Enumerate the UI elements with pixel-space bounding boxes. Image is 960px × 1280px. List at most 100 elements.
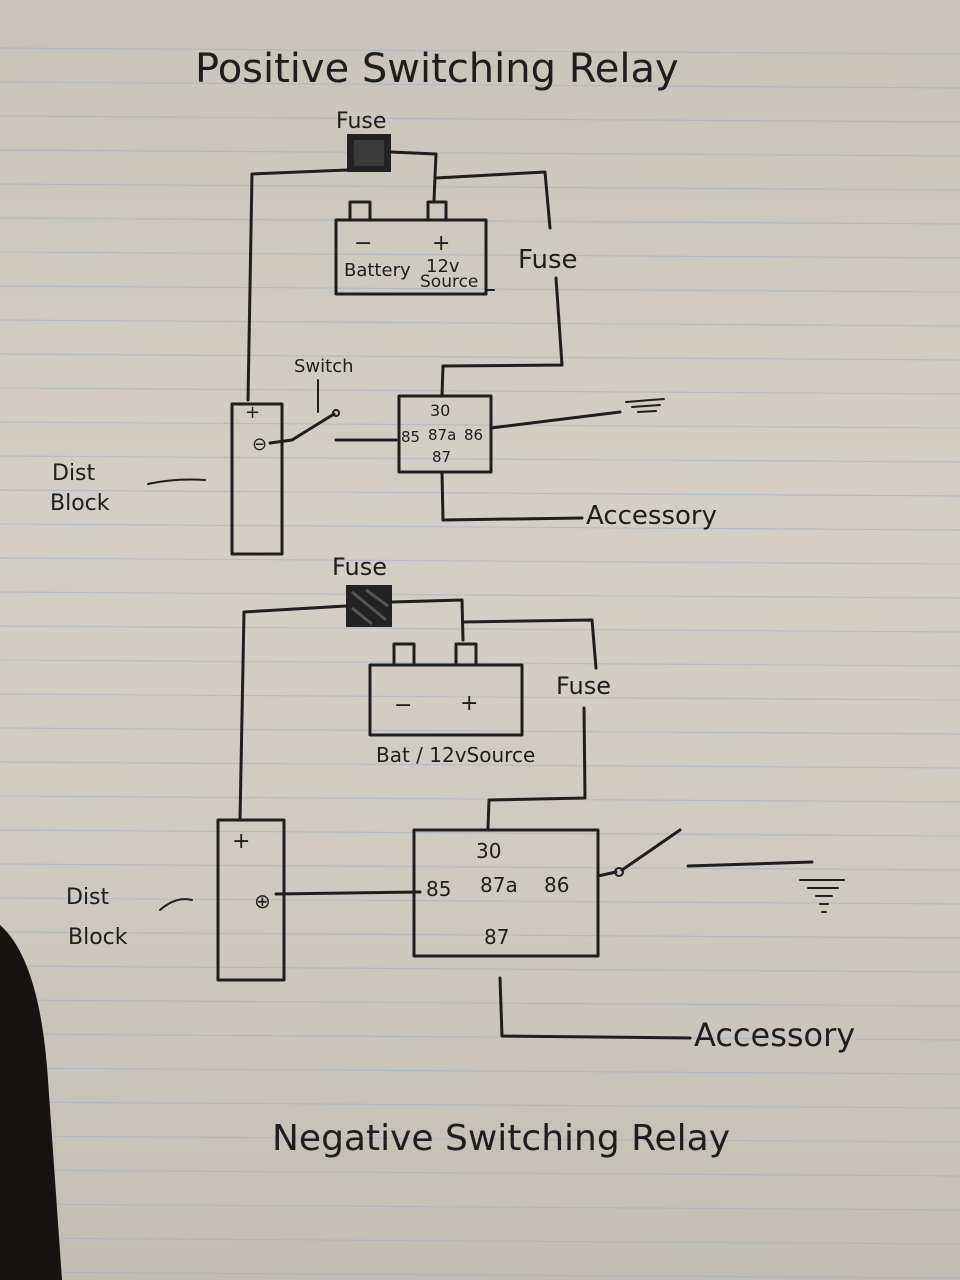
ruled-line xyxy=(0,47,960,55)
ruled-line xyxy=(0,1271,960,1279)
ruled-line xyxy=(0,693,960,701)
wire-fuse-to-dist-plus-bottom xyxy=(238,604,348,822)
wire-battery-to-fuse2-bottom xyxy=(461,618,598,670)
page-shadow xyxy=(0,925,62,1280)
battery-label-top-2: 12v xyxy=(426,256,460,277)
ruled-line xyxy=(0,897,960,905)
ruled-line xyxy=(0,1135,960,1143)
ruled-line xyxy=(0,1169,960,1177)
dist-plus-top: + xyxy=(245,402,260,423)
ruled-line xyxy=(0,115,960,123)
ruled-line xyxy=(0,319,960,327)
wire-relay86-to-ground-top xyxy=(489,410,622,430)
dist-block-top xyxy=(230,402,284,556)
ruled-line xyxy=(0,591,960,599)
ruled-line xyxy=(0,557,960,565)
ruled-line xyxy=(0,285,960,293)
dist-label-bottom-2: Block xyxy=(68,925,128,950)
ruled-line xyxy=(0,1033,960,1041)
wire-fuse-to-dist-plus-top xyxy=(246,168,349,402)
ruled-line xyxy=(0,251,960,259)
ruled-line xyxy=(0,863,960,871)
ruled-line xyxy=(0,183,960,191)
accessory-label-bottom: Accessory xyxy=(694,1016,855,1054)
dist-label-top-1: Dist xyxy=(52,461,96,486)
ruled-line xyxy=(0,81,960,89)
battery-plus-top: + xyxy=(432,231,450,256)
ruled-line xyxy=(0,727,960,735)
battery-pos-terminal-top xyxy=(426,200,448,222)
fuse2-label-top: Fuse xyxy=(518,245,578,275)
dist-block-bottom xyxy=(216,818,286,982)
positive-switching-relay-diagram: Positive Switching Relay Fuse Fuse − + B… xyxy=(50,46,717,556)
battery-top xyxy=(334,218,488,296)
wire-fuse-to-battery-plus-bottom xyxy=(390,598,465,642)
switch-label-top: Switch xyxy=(294,356,354,377)
wire-dist-to-relay85-bottom xyxy=(274,890,422,896)
switch-top xyxy=(268,412,336,445)
ruled-lines xyxy=(0,47,960,1279)
ruled-line xyxy=(0,659,960,667)
battery-bottom xyxy=(368,663,524,737)
ruled-line xyxy=(0,965,960,973)
accessory-label-top: Accessory xyxy=(586,501,717,531)
wire-fuse2-to-relay30-top xyxy=(440,276,564,398)
fuse-label-bottom: Fuse xyxy=(332,553,387,581)
battery-label-top-1: Battery xyxy=(344,260,411,281)
ground-symbol-top xyxy=(625,398,665,413)
ruled-line xyxy=(0,387,960,395)
ruled-line xyxy=(0,1203,960,1211)
dist-minus-top: ⊖ xyxy=(252,434,267,455)
diagram-title-top: Positive Switching Relay xyxy=(195,46,679,92)
battery-minus-top: − xyxy=(354,231,372,256)
dist-pointer-bottom xyxy=(159,898,193,911)
relay86-top: 86 xyxy=(464,426,483,444)
ruled-line xyxy=(0,795,960,803)
ruled-line xyxy=(0,999,960,1007)
battery-pos-terminal-bottom xyxy=(454,642,478,667)
ruled-line xyxy=(0,829,960,837)
fuse-label-top: Fuse xyxy=(336,109,386,134)
battery-minus-bottom: − xyxy=(394,693,412,718)
relay-top xyxy=(397,394,493,474)
relay30-bottom: 30 xyxy=(476,839,501,863)
ruled-line xyxy=(0,489,960,497)
ruled-line xyxy=(0,1237,960,1245)
wire-relay87-to-accessory-bottom xyxy=(498,976,692,1040)
ruled-line xyxy=(0,421,960,429)
dist-pointer-top xyxy=(147,478,206,485)
ruled-line xyxy=(0,931,960,939)
relay87a-bottom: 87a xyxy=(480,873,518,897)
wire-fuse2-to-relay30-bottom xyxy=(486,706,587,830)
ruled-line xyxy=(0,149,960,157)
ruled-line xyxy=(0,625,960,633)
dist-label-top-2: Block xyxy=(50,491,110,516)
ruled-line xyxy=(0,523,960,531)
wire-switch-to-ground-bottom xyxy=(686,860,814,868)
dist-minus-bottom: ⊕ xyxy=(254,889,271,913)
wire-fuse-to-battery-plus-top xyxy=(389,150,438,202)
relay87-bottom: 87 xyxy=(484,925,509,949)
relay30-top: 30 xyxy=(430,401,450,420)
diagram-title-bottom: Negative Switching Relay xyxy=(272,1118,730,1159)
wire-relay87-to-accessory-top xyxy=(440,470,584,522)
fuse-top-body xyxy=(354,140,384,166)
ruled-line xyxy=(0,761,960,769)
relay85-bottom: 85 xyxy=(426,877,451,901)
battery-label-top-3: Source xyxy=(420,272,478,292)
wire-battery-to-fuse2-top xyxy=(434,170,552,230)
battery-plus-bottom: + xyxy=(460,691,478,716)
ruled-line xyxy=(0,353,960,361)
relay85-top: 85 xyxy=(401,428,420,446)
ruled-line xyxy=(0,455,960,463)
battery-neg-terminal-bottom xyxy=(392,642,416,667)
ground-symbol-bottom xyxy=(799,879,845,913)
relay86-bottom: 86 xyxy=(544,873,569,897)
switch-pivot-bottom xyxy=(614,867,624,877)
dist-plus-bottom: + xyxy=(232,829,250,854)
fuse2-label-bottom: Fuse xyxy=(556,672,611,700)
ruled-line xyxy=(0,1101,960,1109)
ruled-line xyxy=(0,1067,960,1075)
battery-neg-terminal-top xyxy=(348,200,372,222)
